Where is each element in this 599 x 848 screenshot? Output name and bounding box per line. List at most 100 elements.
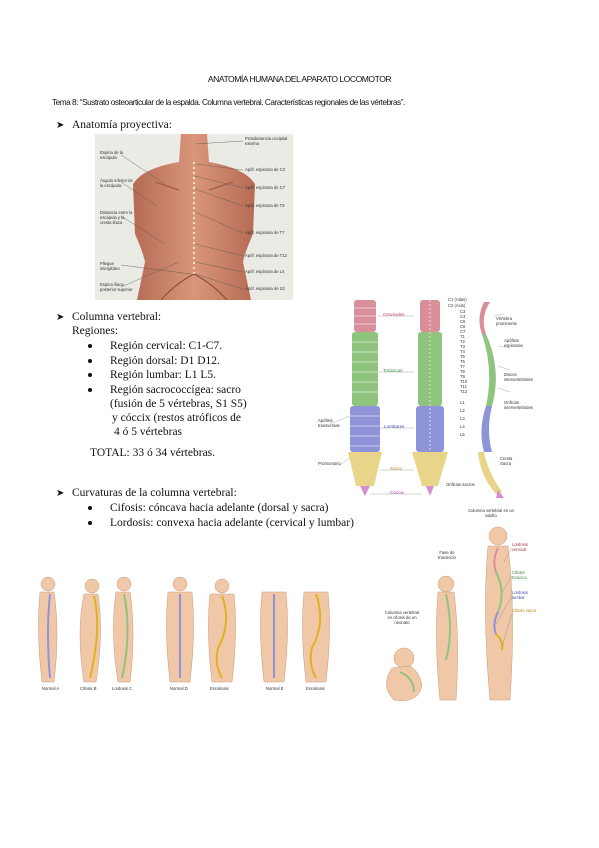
vcode: T11 [460, 384, 467, 389]
regiones-list: Región cervical: C1-C7. Región dorsal: D… [88, 339, 241, 398]
arrow-bullet-icon: ➤ [56, 120, 65, 131]
section-anatomia-label: Anatomía proyectiva: [72, 119, 172, 131]
section-anatomia: ➤ Anatomía proyectiva: [56, 119, 172, 131]
vcode: L2 [460, 408, 465, 413]
label-c1: C1 (Atlas) [448, 297, 467, 302]
sacro-continuation-1: (fusión de 5 vértebras, S1 S5) [110, 398, 247, 410]
vcode: T9 [460, 374, 465, 379]
posture-label-d: Normal D [170, 686, 188, 691]
vcode: T12 [460, 389, 468, 394]
label-lumbares: Lumbares [384, 424, 405, 429]
label-orificios-sacros: Orificios sacros [446, 482, 475, 487]
total-line: TOTAL: 33 ó 34 vértebras. [90, 447, 216, 459]
sacro-continuation-3: 4 ó 5 vértebras [114, 426, 183, 438]
back-label-4: Pliegue interglúteo [100, 261, 120, 271]
vertebra-code-list: C3 C4 C5 C6 C7 T1 T2 T3 T4 T5 T6 T7 T8 T… [460, 309, 472, 437]
label-cresta-sacra: Cresta Sacra [500, 456, 513, 466]
dev-label-neonate: Columna vertebral en cifosis de un neona… [384, 610, 420, 625]
spine-anterior [348, 300, 382, 496]
label-apofisis-transversas: Apófisis transversas [318, 418, 340, 428]
spine-svg [329, 300, 511, 498]
label-apofisis-espinosas: Apófisis espinosas [504, 338, 523, 348]
posture-label-escoliosis-2: Escoliosis [306, 686, 325, 691]
vcode: L5 [460, 432, 465, 437]
document-title: ANATOMÍA HUMANA DEL APARATO LOCOMOTOR [207, 74, 392, 84]
spine-regions-figure: Cervicales Torácicas Lumbares Sacro Cócc… [318, 296, 533, 500]
development-svg [386, 526, 513, 701]
section-columna: ➤ Columna vertebral: [56, 311, 161, 323]
section-curvaturas-label: Curvaturas de la columna vertebral: [72, 487, 237, 499]
label-discos: Discos intervertebrales [504, 372, 533, 382]
back-label-r6: Apóf. espinosa de T12 [245, 253, 287, 258]
list-item: Lordosis: convexa hacia adelante (cervic… [88, 516, 354, 531]
vcode: L3 [460, 416, 465, 421]
vcode: T6 [460, 359, 465, 364]
leader-lines [120, 140, 244, 290]
list-item: Región lumbar: L1 L5. [88, 368, 241, 383]
posture-label-e: Normal E [266, 686, 284, 691]
back-label-r7: Apóf. espinosa de L4 [245, 269, 285, 274]
dev-label-cifosis-sacra: Cifosis sacra [512, 608, 536, 613]
posture-label-a: Normal A [42, 686, 60, 691]
back-anatomy-figure: Espina de la escápula Ángulo inferior de… [95, 134, 293, 300]
posture-svg [38, 576, 330, 683]
posture-label-escoliosis-1: Escoliosis [210, 686, 229, 691]
back-label-r8: Apóf. espinosa de S2 [245, 286, 285, 291]
back-label-r4: Apóf. espinosa de T3 [245, 203, 285, 208]
arrow-bullet-icon: ➤ [56, 488, 65, 499]
posture-label-c: Lordosis C [112, 686, 133, 691]
vcode: L4 [460, 424, 465, 429]
posture-figure: Normal A Cifosis B Lordosis C Normal D E… [28, 572, 344, 712]
spine-lateral [478, 302, 511, 498]
back-label-2: Ángulo inferior de la escápula [100, 178, 133, 188]
vcode: T10 [460, 379, 468, 384]
dev-label-lordosis-cervical: Lordosis cervical [512, 542, 528, 552]
label-toracicas: Torácicas [383, 368, 403, 373]
label-promontorio: Promontorio [318, 461, 341, 466]
topic-line: Tema 8: “Sustrato osteoarticular de la e… [52, 98, 405, 107]
label-coccix: Cóccix [390, 490, 404, 495]
vcode: C6 [460, 324, 466, 329]
back-label-3: Distancia entre la escápula y la cresta … [100, 210, 133, 225]
vcode: C4 [460, 314, 466, 319]
vcode: C7 [460, 329, 466, 334]
vcode: T8 [460, 369, 465, 374]
vcode: T4 [460, 349, 465, 354]
spine-posterior [412, 300, 448, 496]
dev-label-cifosis-toracica: Cifosis torácica [512, 570, 527, 580]
back-label-5: Espina ilíaca posterior superior [100, 282, 133, 292]
back-label-r5: Apóf. espinosa de T7 [245, 230, 285, 235]
vcode: L1 [460, 400, 465, 405]
arrow-bullet-icon: ➤ [56, 312, 65, 323]
dev-label-adult: Columna vertebral en un adulto [468, 508, 514, 518]
vcode: C3 [460, 309, 466, 314]
back-figure-svg [120, 134, 255, 300]
back-label-r1: Protuberancia occipital externa [245, 136, 288, 146]
section-curvaturas: ➤ Curvaturas de la columna vertebral: [56, 487, 237, 499]
vcode: C5 [460, 319, 466, 324]
list-item: Región cervical: C1-C7. [88, 339, 241, 354]
development-figure: Columna vertebral en un adulto Fase de t… [370, 500, 560, 706]
section-columna-label: Columna vertebral: [72, 311, 162, 323]
vcode: T5 [460, 354, 465, 359]
back-label-r2: Apóf. espinosa de C2 [245, 167, 286, 172]
posture-label-b: Cifosis B [80, 686, 97, 691]
dev-label-lordosis-lumbar: Lordosis lumbar [512, 590, 528, 600]
label-orificios-intervertebrales: Orificios intervertebrales [504, 400, 533, 410]
vcode: T7 [460, 364, 465, 369]
list-item: Región sacrococcígea: sacro [88, 383, 241, 398]
dev-label-transition: Fase de transición [438, 550, 456, 560]
vcode: T2 [460, 339, 465, 344]
label-vertebra-prominente: Vértebra prominente [496, 316, 517, 326]
label-cervicales: Cervicales [383, 312, 405, 317]
list-item: Región dorsal: D1 D12. [88, 354, 241, 369]
list-item: Cifosis: cóncava hacia adelante (dorsal … [88, 501, 354, 516]
back-label-r3: Apóf. espinosa de C7 [245, 185, 286, 190]
curvaturas-list: Cifosis: cóncava hacia adelante (dorsal … [88, 501, 354, 531]
regiones-label: Regiones: [72, 325, 118, 337]
vcode: T1 [460, 334, 465, 339]
label-c2: C2 (Axis) [448, 303, 466, 308]
label-sacro: Sacro [390, 466, 403, 471]
vcode: T3 [460, 344, 465, 349]
back-label-1: Espina de la escápula [100, 150, 124, 160]
